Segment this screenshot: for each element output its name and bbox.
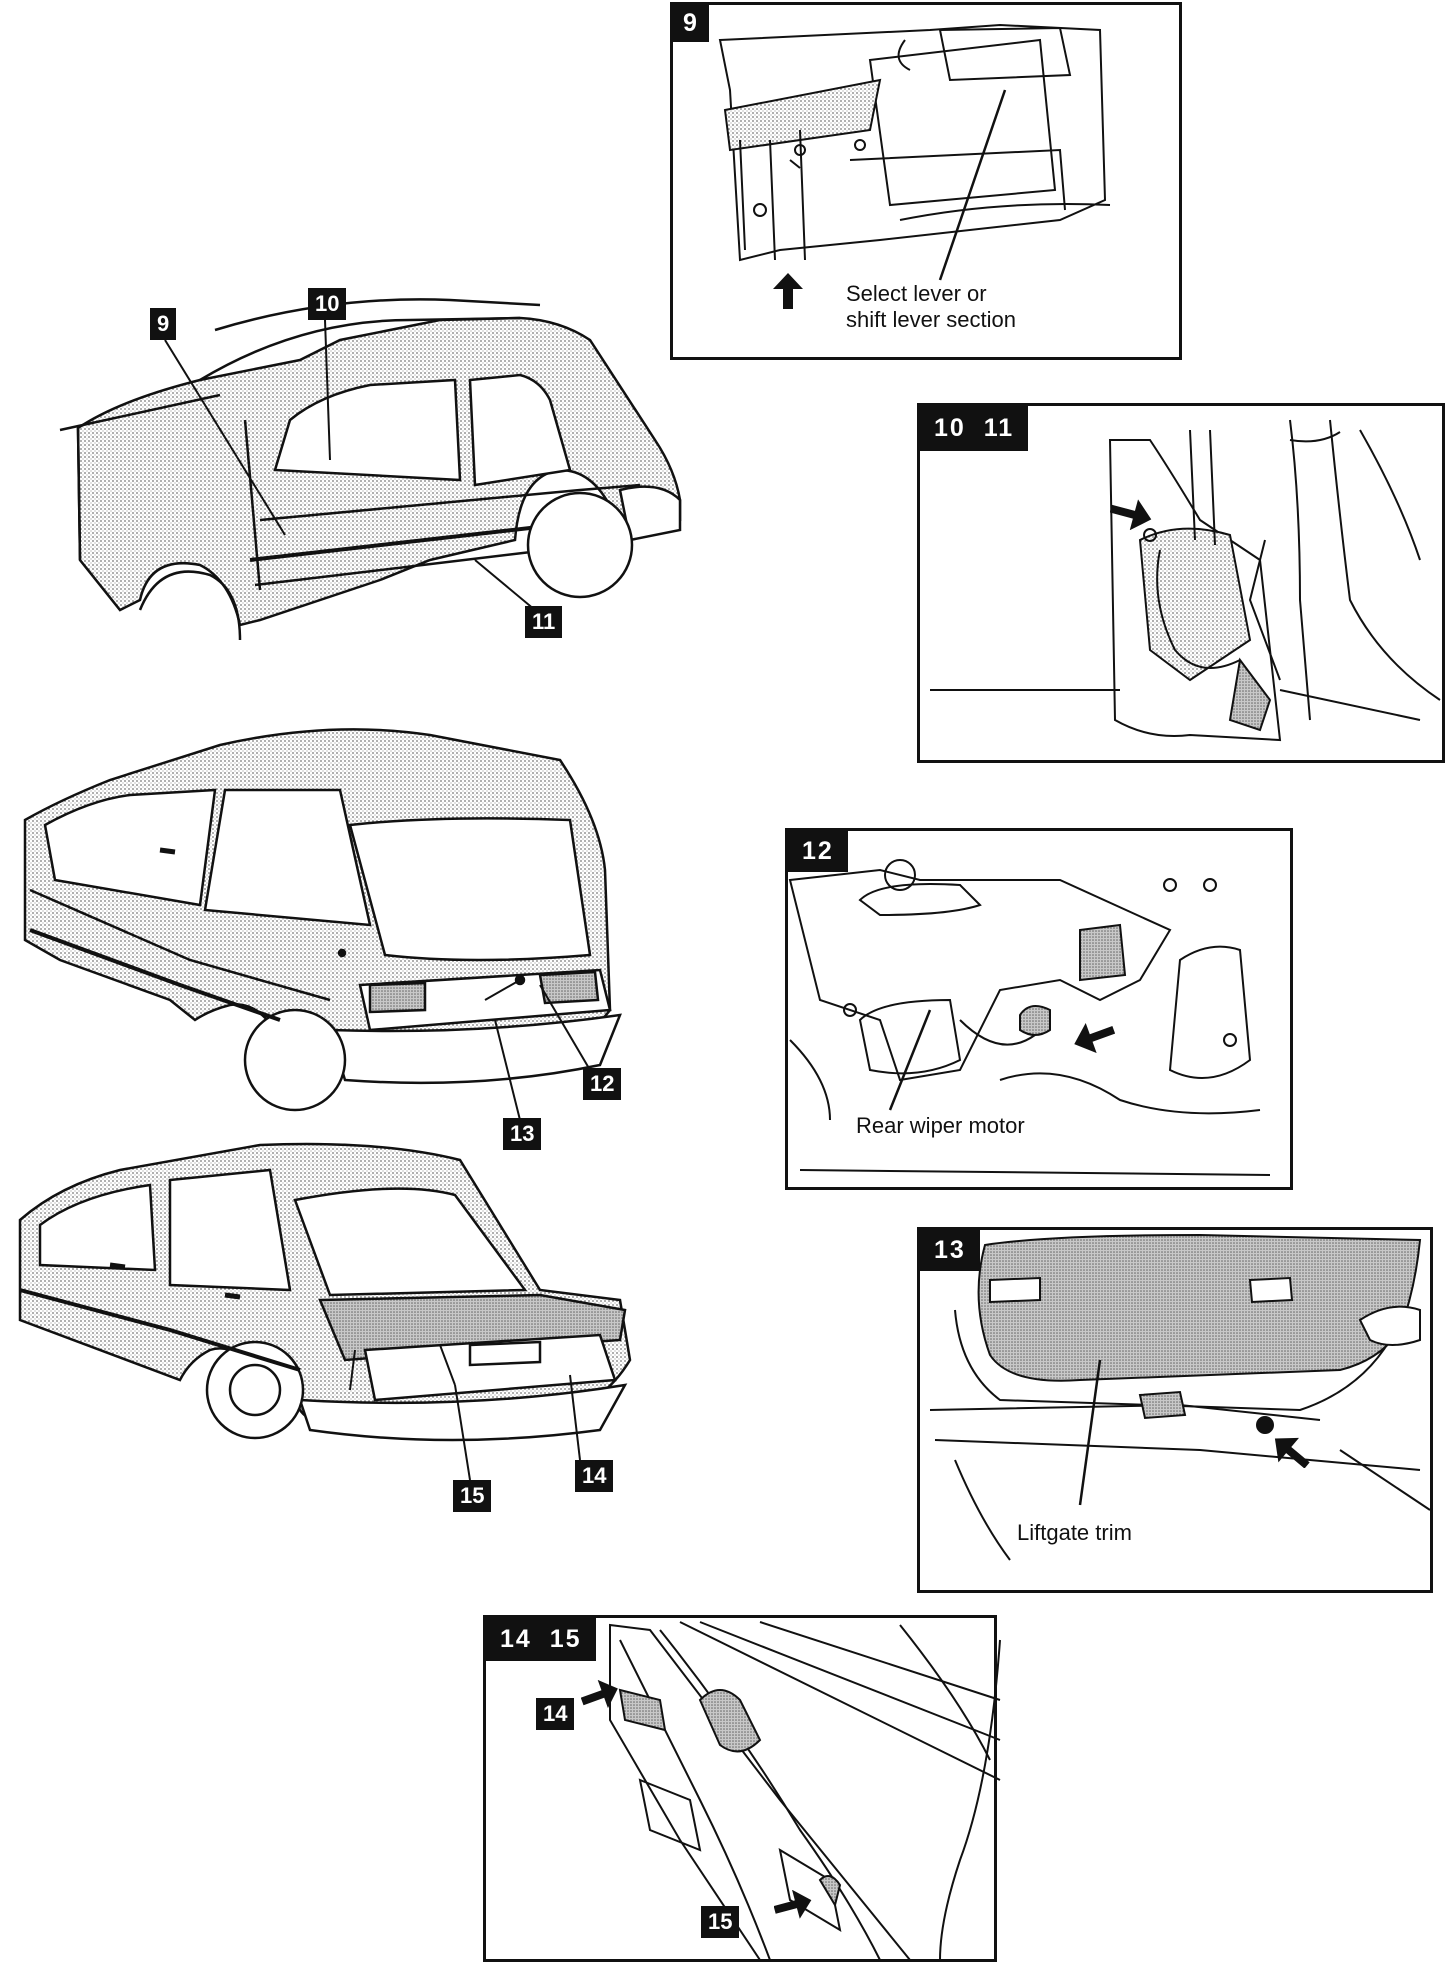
callout-11: 11 [525,606,563,638]
panel-10-11-tag: 10 11 [920,406,1029,451]
callout-15: 15 [453,1480,492,1512]
arrow-icon [581,1680,618,1709]
arrow-icon [1274,1437,1310,1468]
panel-9-caption-line-2: shift lever section [846,307,1016,332]
arrow-icon [774,1890,812,1919]
callout-14: 14 [575,1460,614,1492]
sedan-rear-illustration [18,1142,632,1442]
panel-14-15-label-14: 14 [536,1698,575,1730]
callout-leader-lines [164,319,591,1481]
callout-9: 9 [150,308,177,340]
detail-panel-9: 9 Select lever or shift lever section [670,2,1182,360]
detail-panel-12: 12 Rear wiper motor [785,828,1293,1190]
arrow-icon [1110,499,1152,530]
detail-panel-14-15: 14 15 14 15 [483,1615,997,1962]
callout-12: 12 [583,1068,622,1100]
hatchback-side-illustration [59,298,682,641]
panel-12-illustration [788,859,1271,1176]
panel-14-15-label-15: 15 [701,1906,740,1938]
panel-9-tag: 9 [673,5,709,42]
panel-12-tag: 12 [788,831,848,872]
detail-panel-13: 13 Liftgate trim [917,1227,1433,1593]
callout-13: 13 [503,1118,542,1150]
callout-10: 10 [308,288,347,320]
arrow-icon [773,273,803,309]
panel-13-tag: 13 [920,1230,980,1271]
hatchback-rear-illustration [23,728,622,1112]
panel-13-caption: Liftgate trim [1017,1520,1132,1545]
panel-9-caption-line-1: Select lever or [846,281,987,306]
panel-10-11-illustration [930,419,1441,742]
panel-12-caption: Rear wiper motor [856,1113,1025,1138]
panel-14-15-tag: 14 15 [486,1618,596,1661]
panel-9-illustration [718,23,1111,281]
panel-13-illustration [929,1233,1431,1561]
detail-panel-10-11: 10 11 [917,403,1445,763]
arrow-icon [1074,1022,1115,1053]
